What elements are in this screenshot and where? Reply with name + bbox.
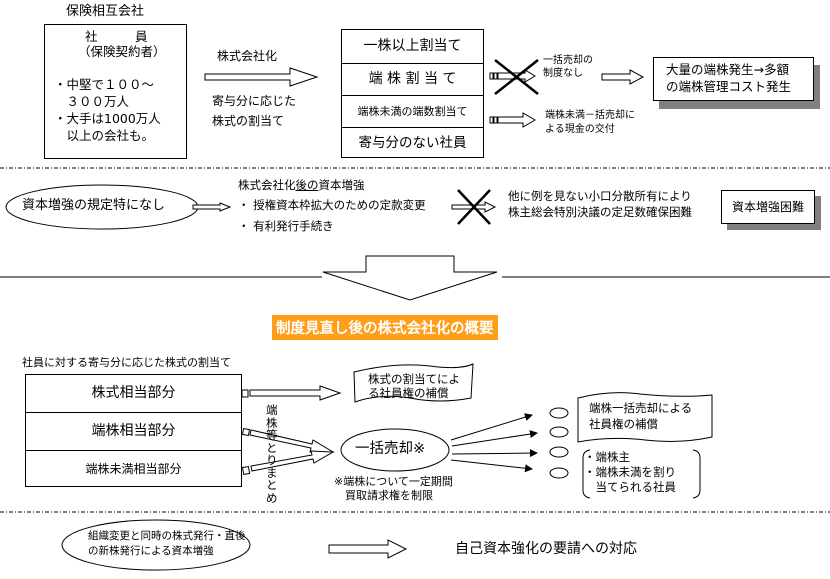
recipients-bracket-right	[692, 449, 701, 499]
allocation-table: 一株以上割当て 端 株 割 当 て 端株未満の端数割当て 寄与分のない社員	[341, 29, 484, 158]
bulk-sale-oval	[340, 428, 450, 472]
capital-increase-text: の新株発行による資本増強	[88, 545, 214, 557]
capital-increase-oval	[61, 519, 251, 571]
output-arrow	[450, 413, 533, 441]
difficulty-text: 株主総会特別決議の定足数確保困難	[508, 205, 692, 219]
member-subtitle: （保険契約者）	[78, 44, 166, 59]
recipient-item: ・端株主	[584, 450, 630, 464]
allocation-row: 寄与分のない社員	[342, 127, 483, 159]
recipients-bracket-left	[582, 449, 591, 499]
capital-item: ・ 授権資本枠拡大のための定款変更	[238, 198, 426, 212]
overview-title: 制度見直し後の株式会社化の概要	[272, 315, 498, 340]
portion-row: 端株相当部分	[26, 412, 241, 450]
bottom-arrow	[328, 539, 408, 559]
table-caption: 社員に対する寄与分に応じた株式の割当て	[22, 356, 231, 369]
recipient-item: 当てられる社員	[584, 480, 676, 494]
equity-strengthening-text: 自己資本強化の要請への対応	[455, 541, 637, 557]
member-bullet: ・大手は1000万人	[54, 111, 161, 126]
cross-mark-icon	[457, 189, 491, 225]
result-box-text: の端株管理コスト発生	[666, 79, 792, 94]
bullet-oval	[549, 426, 569, 438]
to-result-arrow	[601, 69, 645, 85]
portion-row: 端株未満相当部分	[26, 450, 241, 488]
output-arrow	[451, 430, 538, 447]
member-title: 社 員	[85, 29, 148, 44]
footnote: ※端株について一定期間	[334, 475, 453, 488]
member-bullet: ３００万人	[54, 94, 130, 109]
share-compensation-text: 株式の割当てによ	[368, 372, 460, 386]
bullet-oval	[549, 467, 569, 479]
capital-item: ・ 有利発行手続き	[238, 219, 334, 233]
share-compensation-text: る社員権の補償	[368, 386, 449, 400]
big-down-arrow	[322, 255, 498, 301]
conversion-arrow	[204, 67, 319, 87]
odd-share-arrow	[235, 427, 335, 453]
member-bullet: ・中堅で１００～	[54, 77, 155, 92]
result-box-text: 大量の端株発生→多額	[666, 62, 789, 77]
allocation-row: 一株以上割当て	[363, 38, 462, 54]
difficulty-box-text: 資本増強困難	[731, 200, 804, 214]
odd-share-compensation-text: 社員権の補償	[589, 417, 658, 431]
cross-mark-icon	[494, 59, 539, 95]
middle-arrow	[192, 202, 232, 212]
allocation-label: 株式の割当て	[212, 114, 285, 128]
allocation-row: 端 株 割 当 て	[342, 63, 483, 95]
difficulty-box: 資本増強困難	[721, 190, 815, 224]
result-box: 大量の端株発生→多額 の端株管理コスト発生	[653, 57, 814, 101]
conversion-label: 株式会社化	[217, 49, 278, 63]
output-arrow	[450, 459, 533, 473]
recipient-item: ・端株未満を割り	[584, 465, 676, 479]
share-portion-arrow	[236, 385, 342, 401]
difficulty-text: 他に例を見ない小口分散所有により	[508, 189, 692, 203]
bulk-sale-text: 一括売却※	[355, 441, 426, 457]
no-system-note: 一括売却の	[543, 55, 593, 66]
bullet-oval	[549, 407, 569, 419]
allocation-label: 寄与分に応じた	[212, 94, 297, 108]
no-provision-text: 資本増強の規定特になし	[22, 198, 166, 213]
post-conversion-heading: 株式会社化後の資本増強	[238, 178, 365, 193]
cash-note: 端株未満－括売却に	[545, 110, 635, 121]
capital-increase-text: 組織変更と同時の株式発行・直後	[88, 530, 246, 542]
heading-suffix: 資本増強	[318, 178, 365, 192]
portion-row: 株式相当部分	[91, 385, 176, 401]
odd-share-compensation-scroll	[577, 392, 713, 443]
member-bullet: 以上の会社も。	[54, 128, 155, 143]
no-system-note: 制度なし	[543, 68, 583, 79]
fraction-share-arrow	[235, 450, 335, 477]
vertical-label: 端株等とりまとめ	[266, 403, 278, 505]
company-label: 保険相互会社	[66, 4, 145, 19]
footnote: 買取請求権を制限	[334, 489, 433, 502]
heading-underlined: 後の	[295, 178, 319, 192]
bullet-oval	[549, 446, 569, 458]
cash-note: よる現金の交付	[545, 124, 615, 135]
heading-prefix: 株式会社化	[238, 178, 296, 192]
allocation-row: 端株未満の端数割当て	[342, 95, 483, 127]
odd-share-compensation-text: 端株一括売却による	[589, 401, 693, 415]
member-box: 社 員 （保険契約者） ・中堅で１００～ ３００万人 ・大手は1000万人 以上…	[44, 24, 187, 159]
share-compensation-scroll	[353, 363, 474, 403]
fraction-cash-arrow	[489, 112, 536, 128]
output-arrow	[451, 449, 538, 458]
portion-table: 株式相当部分 端株相当部分 端株未満相当部分	[25, 374, 242, 487]
